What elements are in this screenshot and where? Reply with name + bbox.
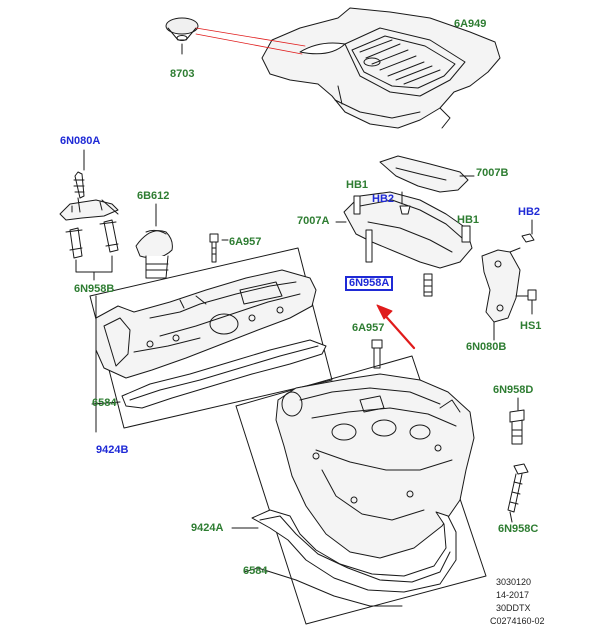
reference-line-4: C0274160-02 [490, 616, 545, 626]
heat-shield-upper [379, 155, 475, 193]
label-6n958b: 6N958B [74, 283, 115, 295]
label-6b612: 6B612 [137, 190, 170, 202]
left-cam-cover-gasket [121, 339, 327, 409]
right-cam-cover-box [235, 355, 487, 625]
label-6a949: 6A949 [454, 18, 487, 30]
label-6584-bottom: 6584 [243, 565, 268, 577]
leader-6584-left [91, 401, 121, 405]
label-7007b: 7007B [476, 167, 509, 179]
stud-bolt-top [209, 233, 229, 263]
heat-shield-lower [335, 191, 473, 269]
stud-6n958a [423, 273, 433, 297]
bracket-6n080b [481, 247, 529, 341]
label-hb1-right: HB1 [457, 214, 480, 226]
left-cam-cover-box [89, 247, 333, 429]
breather-hoses [65, 219, 119, 281]
label-6n958c: 6N958C [498, 523, 539, 535]
grommet [165, 17, 199, 55]
heat-shield-bolts [353, 191, 471, 263]
right-cam-cover-gasket [243, 509, 457, 607]
highlight-arrow [376, 304, 416, 350]
label-8703: 8703 [170, 68, 195, 80]
reference-line-2: 14-2017 [496, 590, 530, 600]
grommet-pointer [195, 27, 306, 55]
right-cam-cover [275, 373, 475, 559]
label-6584-left: 6584 [92, 397, 117, 409]
label-6n080b: 6N080B [466, 341, 507, 353]
oil-separator-assembly [59, 149, 119, 221]
label-6a957-top: 6A957 [229, 236, 262, 248]
engine-cover [261, 7, 501, 129]
bracket-bolts [521, 219, 537, 315]
label-hb1-left: HB1 [346, 179, 369, 191]
label-6a957-mid: 6A957 [352, 322, 385, 334]
reference-line-3: 30DDTX [496, 603, 531, 613]
label-hb2-mid: HB2 [372, 193, 395, 205]
left-cam-cover [95, 269, 317, 379]
label-hs1: HS1 [520, 320, 542, 332]
label-9424b: 9424B [96, 444, 129, 456]
stud-6n958c [507, 463, 529, 523]
stud-bolt-mid [371, 339, 383, 369]
label-6n958d: 6N958D [493, 384, 534, 396]
label-6n958a-highlighted: 6N958A [345, 276, 394, 291]
reference-line-1: 3030120 [496, 577, 532, 587]
label-9424a: 9424A [191, 522, 224, 534]
label-6n080a: 6N080A [60, 135, 101, 147]
oil-filler-cap [135, 203, 173, 279]
label-hb2-right: HB2 [518, 206, 541, 218]
label-7007a: 7007A [297, 215, 330, 227]
stud-6n958d [509, 397, 525, 445]
